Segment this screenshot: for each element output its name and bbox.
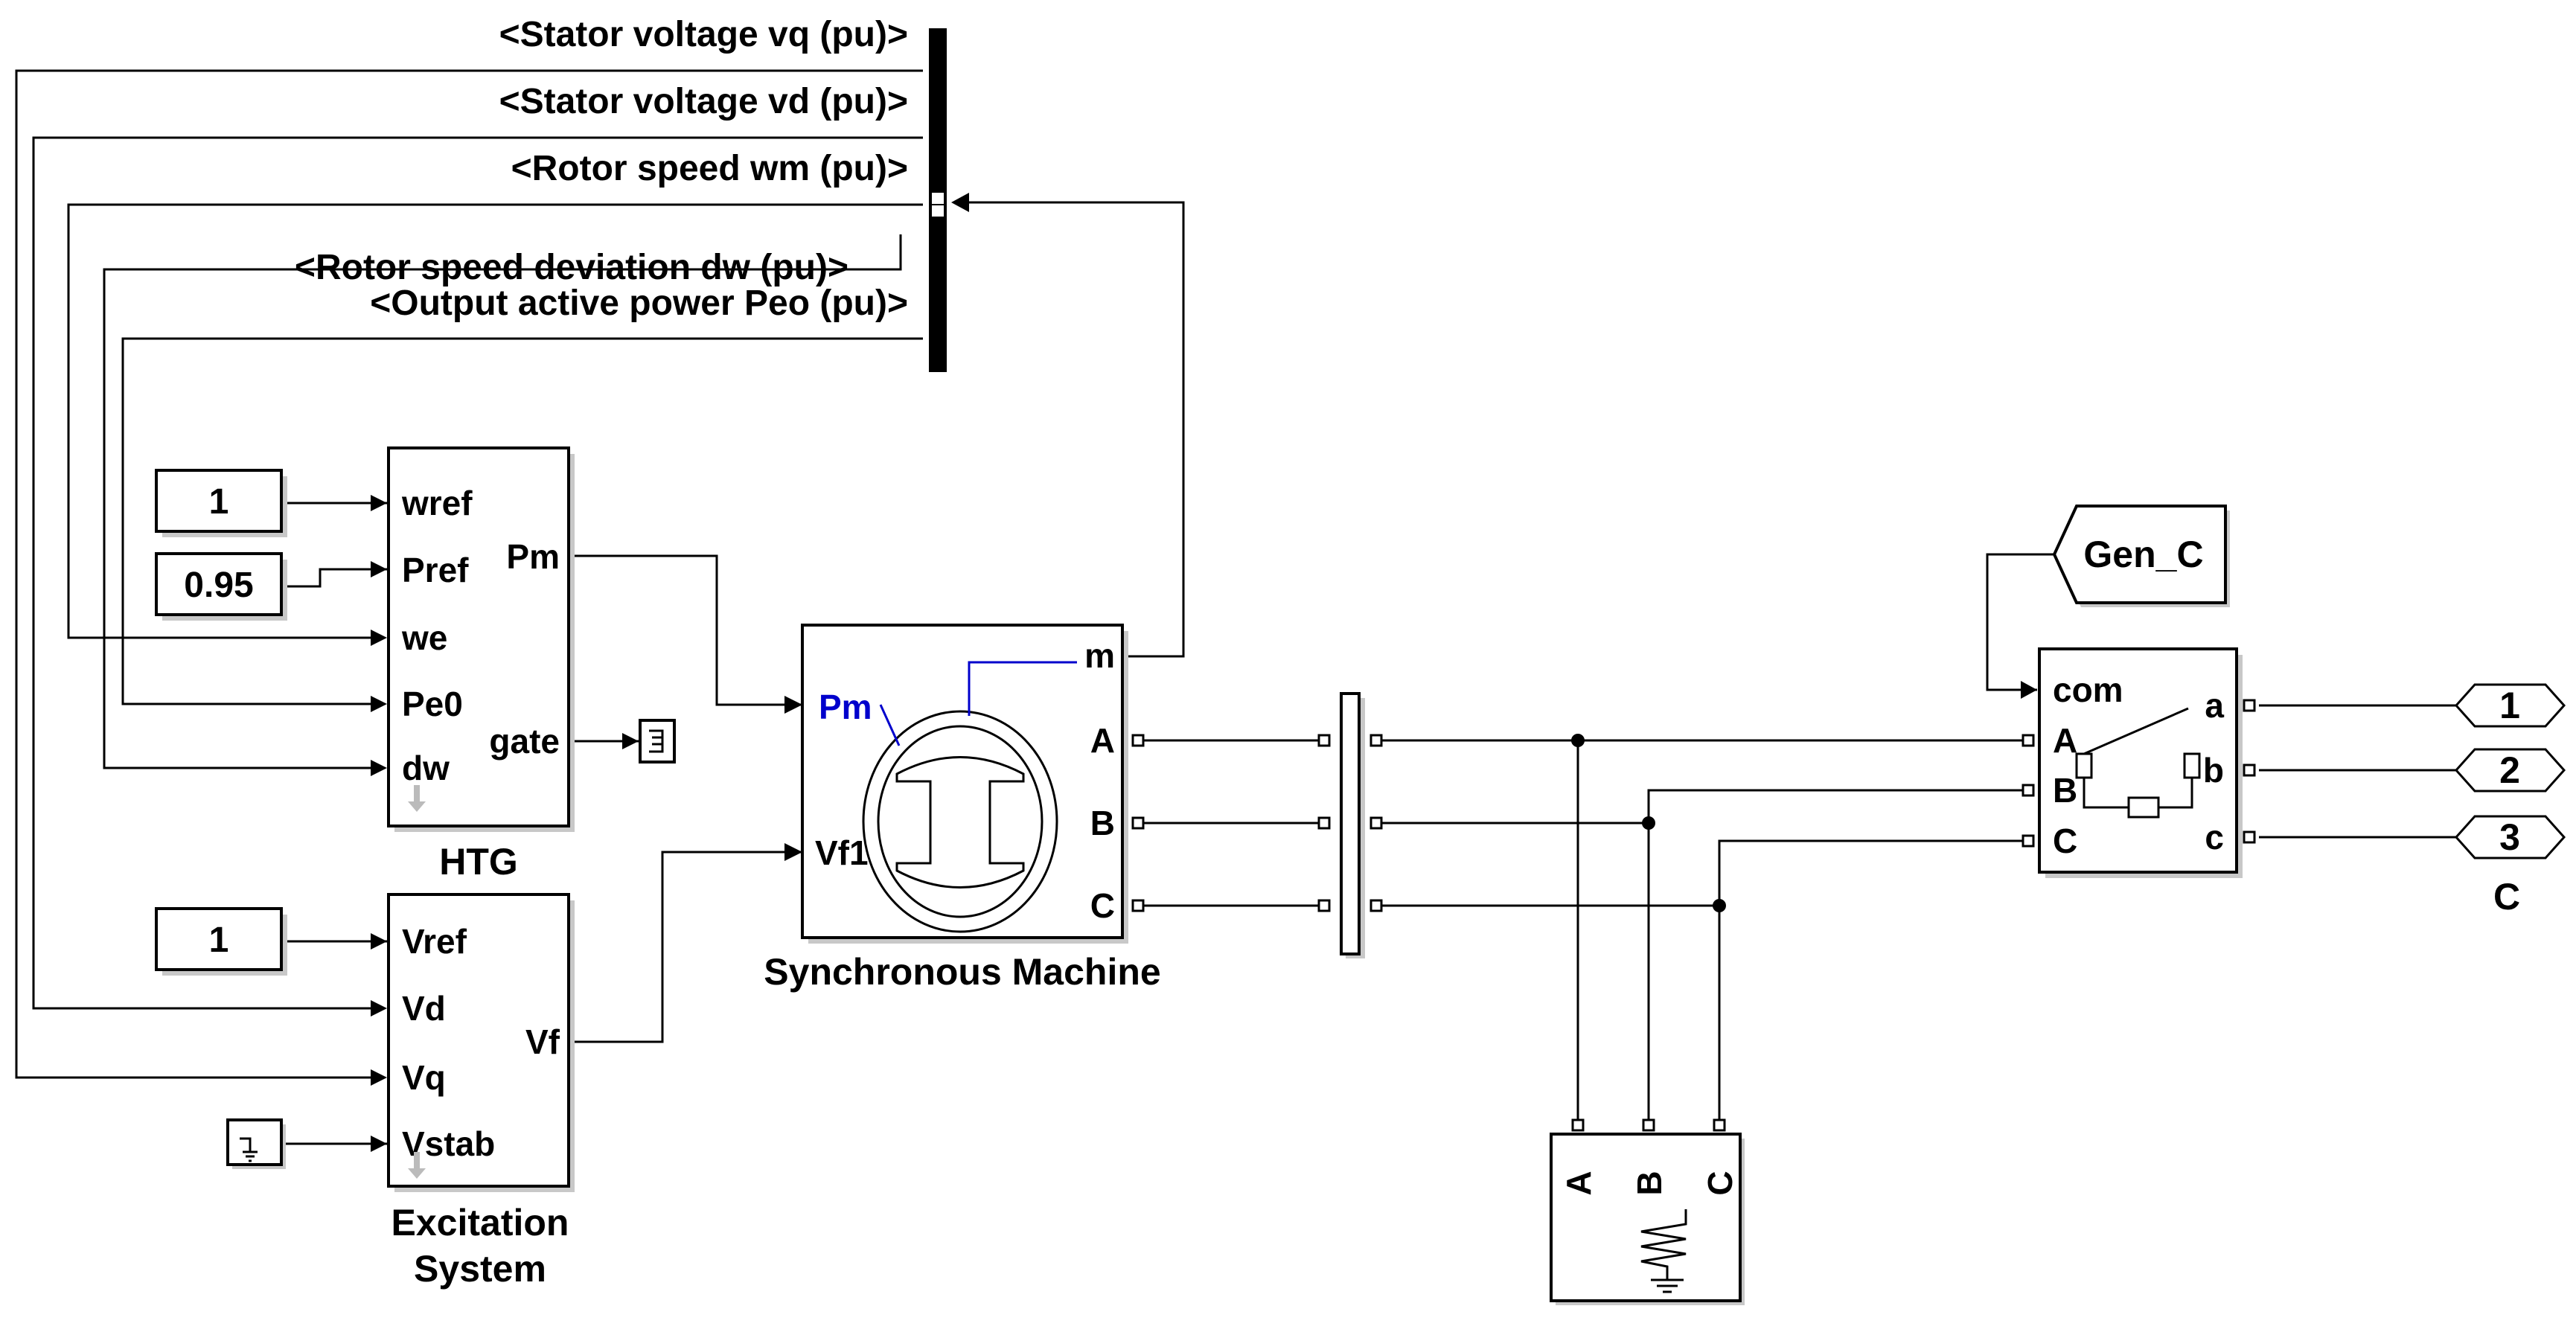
machine-port-a: A bbox=[1090, 721, 1115, 760]
wire-dw[interactable] bbox=[103, 234, 902, 769]
ground-source-vstab[interactable] bbox=[226, 1118, 286, 1169]
exc-port-vd: Vd bbox=[402, 989, 446, 1028]
wire-machine-m[interactable] bbox=[969, 201, 1185, 658]
svg-text:0.95: 0.95 bbox=[184, 566, 253, 605]
three-phase-breaker-block[interactable]: com A B C a b c bbox=[2022, 647, 2256, 878]
outport-2[interactable]: 2 bbox=[2454, 748, 2566, 793]
load-port-a: A bbox=[1559, 1171, 1598, 1195]
breaker-port-c-out: c bbox=[2205, 818, 2224, 857]
junction-b bbox=[1642, 816, 1655, 830]
breaker-port-c: C bbox=[2053, 822, 2077, 860]
down-arrow-icon bbox=[408, 785, 426, 812]
three-phase-bus-bar[interactable] bbox=[1317, 692, 1383, 958]
outport-caption: C bbox=[2493, 876, 2520, 918]
exc-port-vq: Vq bbox=[402, 1058, 446, 1097]
htg-port-wref: wref bbox=[401, 484, 473, 522]
machine-port-c: C bbox=[1090, 886, 1115, 925]
wire-peo[interactable] bbox=[121, 337, 923, 705]
excitation-caption-line2: System bbox=[414, 1248, 546, 1290]
junction-c bbox=[1713, 899, 1726, 912]
load-port-c: C bbox=[1701, 1171, 1739, 1195]
down-arrow-icon bbox=[408, 1152, 426, 1179]
svg-text:2: 2 bbox=[2499, 749, 2520, 791]
resistor-icon bbox=[1640, 1209, 1687, 1293]
bus-signal-vd: <Stator voltage vd (pu)> bbox=[499, 82, 908, 121]
signal-arrowheads bbox=[371, 193, 2037, 1152]
htg-port-pe0: Pe0 bbox=[402, 685, 463, 723]
switch-icon bbox=[2075, 707, 2201, 819]
breaker-port-a: A bbox=[2053, 721, 2077, 760]
synchronous-machine-block[interactable]: Pm Vf1 m A B C bbox=[801, 624, 1145, 944]
breaker-port-com: com bbox=[2053, 670, 2123, 709]
htg-port-gate: gate bbox=[489, 722, 560, 761]
svg-text:3: 3 bbox=[2499, 816, 2520, 858]
wire-phase-c-2[interactable] bbox=[1377, 839, 2024, 907]
outport-1[interactable]: 1 bbox=[2454, 683, 2566, 728]
htg-port-pm: Pm bbox=[506, 537, 560, 576]
power-wires bbox=[1139, 704, 2456, 1125]
terminator-gate[interactable] bbox=[639, 719, 676, 763]
wire-com[interactable] bbox=[1986, 553, 2073, 691]
bus-signal-wm: <Rotor speed wm (pu)> bbox=[511, 149, 908, 188]
load-port-b: B bbox=[1630, 1171, 1669, 1195]
htg-port-dw: dw bbox=[402, 749, 450, 787]
wire-pref[interactable] bbox=[281, 568, 387, 588]
htg-port-pref: Pref bbox=[402, 551, 469, 589]
machine-port-m: m bbox=[1084, 636, 1115, 675]
svg-text:1: 1 bbox=[209, 482, 229, 522]
wire-vd[interactable] bbox=[32, 136, 923, 1010]
junction-a bbox=[1571, 734, 1585, 747]
machine-port-vf1: Vf1 bbox=[815, 833, 869, 872]
machine-caption: Synchronous Machine bbox=[764, 951, 1160, 993]
constant-wref[interactable]: 1 bbox=[155, 469, 287, 537]
wire-pm[interactable] bbox=[573, 554, 802, 706]
wire-wm[interactable] bbox=[67, 203, 923, 639]
machine-port-b: B bbox=[1090, 804, 1115, 842]
three-phase-load-block[interactable]: A B C bbox=[1550, 1118, 1745, 1305]
bus-selector[interactable]: <Stator voltage vq (pu)> <Stator voltage… bbox=[295, 15, 947, 372]
htg-caption: HTG bbox=[439, 841, 518, 883]
svg-text:1: 1 bbox=[209, 921, 229, 960]
svg-text:Gen_C: Gen_C bbox=[2083, 534, 2203, 575]
wire-vq[interactable] bbox=[15, 69, 923, 1079]
htg-port-we: we bbox=[401, 618, 447, 657]
rotor-icon bbox=[895, 756, 1025, 889]
bus-signal-vq: <Stator voltage vq (pu)> bbox=[499, 15, 908, 54]
excitation-block[interactable]: Vref Vd Vq Vstab Vf bbox=[387, 893, 575, 1192]
excitation-caption-line1: Excitation bbox=[391, 1202, 569, 1243]
breaker-port-b: B bbox=[2053, 771, 2077, 810]
signal-wires bbox=[15, 69, 2073, 1145]
breaker-port-b-out: b bbox=[2203, 751, 2224, 790]
bus-signal-dw: <Rotor speed deviation dw (pu)> bbox=[295, 248, 848, 287]
machine-port-pm: Pm bbox=[819, 688, 872, 726]
wire-vf[interactable] bbox=[573, 851, 802, 1043]
goto-tag-gen-c[interactable]: Gen_C bbox=[2052, 505, 2230, 607]
exc-port-vref: Vref bbox=[402, 922, 467, 961]
breaker-port-a-out: a bbox=[2205, 686, 2224, 725]
svg-text:1: 1 bbox=[2499, 685, 2520, 726]
bus-signal-peo: <Output active power Peo (pu)> bbox=[370, 284, 908, 323]
constant-pref[interactable]: 0.95 bbox=[155, 552, 287, 621]
htg-block[interactable]: wref Pref we Pe0 dw Pm gate bbox=[387, 446, 575, 832]
exc-port-vf: Vf bbox=[525, 1022, 560, 1061]
wire-phase-b-2[interactable] bbox=[1377, 789, 2024, 825]
outport-3[interactable]: 3 bbox=[2454, 815, 2566, 859]
constant-vref[interactable]: 1 bbox=[155, 907, 287, 976]
